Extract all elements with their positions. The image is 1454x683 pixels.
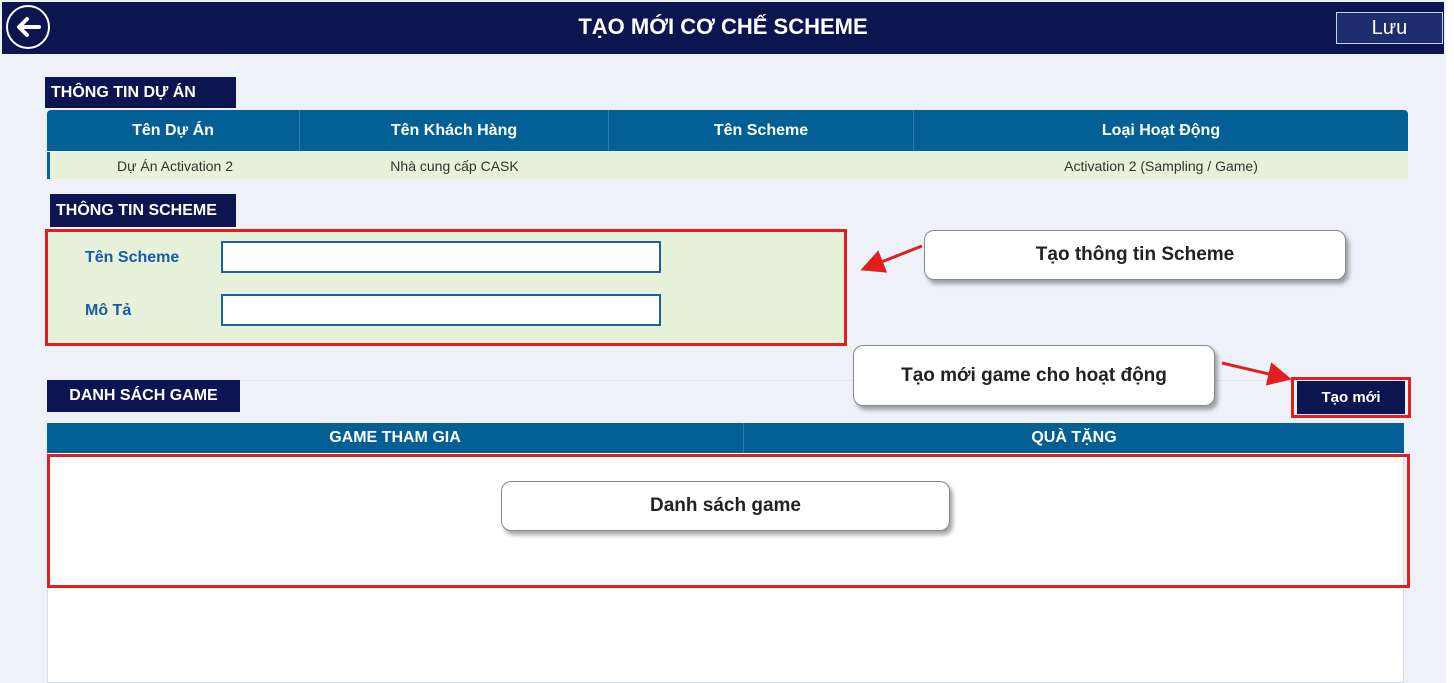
section-divider	[240, 380, 1290, 381]
column-header-gift: QUÀ TẶNG	[1031, 429, 1117, 446]
table-row: Dự Án Activation 2 Nhà cung cấp CASK Act…	[47, 152, 1408, 179]
cell-project-name: Dự Án Activation 2	[117, 157, 233, 174]
scheme-name-label: Tên Scheme	[85, 249, 180, 266]
scrollbar-track[interactable]	[1446, 0, 1454, 683]
callout-game-list: Danh sách game	[501, 481, 950, 531]
section-title-project-info: THÔNG TIN DỰ ÁN	[45, 77, 236, 108]
new-game-button[interactable]: Tạo mới	[1297, 381, 1405, 414]
arrow-left-icon	[17, 17, 41, 37]
column-header-game: GAME THAM GIA	[47, 423, 744, 453]
cell-scheme-name	[609, 152, 914, 179]
column-header-customer-name: Tên Khách Hàng	[300, 110, 609, 151]
column-header-activity-type: Loại Hoạt Động	[1101, 121, 1221, 139]
scheme-form	[45, 229, 847, 346]
description-label: Mô Tả	[85, 302, 132, 319]
game-list-panel	[47, 423, 1404, 683]
save-button[interactable]: Lưu	[1336, 12, 1443, 44]
cell-activity-type: Activation 2 (Sampling / Game)	[1064, 157, 1258, 174]
game-table-header: GAME THAM GIA QUÀ TẶNG	[47, 423, 1404, 453]
back-button[interactable]	[6, 5, 50, 49]
project-table-header: Tên Dự Án Tên Khách Hàng Tên Scheme Loại…	[47, 110, 1408, 151]
scheme-name-input[interactable]	[221, 241, 661, 273]
section-title-game-list: DANH SÁCH GAME	[47, 380, 240, 412]
section-title-scheme-info: THÔNG TIN SCHEME	[50, 194, 236, 227]
description-input[interactable]	[221, 294, 661, 326]
title-bar	[2, 2, 1444, 54]
column-header-project-name: Tên Dự Án	[47, 110, 300, 151]
callout-scheme-info: Tạo thông tin Scheme	[924, 230, 1346, 280]
cell-customer-name: Nhà cung cấp CASK	[390, 157, 519, 174]
column-header-scheme-name: Tên Scheme	[609, 110, 914, 151]
callout-new-game: Tạo mới game cho hoạt động	[853, 345, 1215, 406]
game-list-highlight	[47, 454, 1410, 588]
